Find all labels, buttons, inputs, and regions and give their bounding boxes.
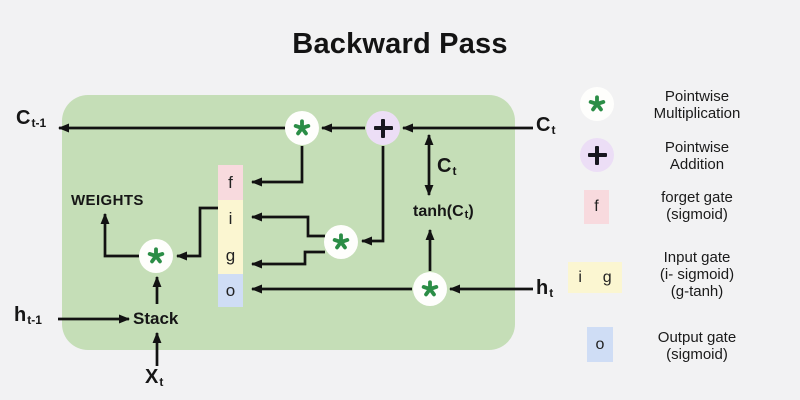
plus-icon [587,145,607,165]
multiply-star-icon [421,280,439,297]
label-c-t-top: Ct [536,114,556,137]
legend-forget-gate-chip: f [584,190,609,224]
label-h-prev: ht-1 [14,304,42,327]
label-c-t-mid: Ct [437,155,457,178]
legend-multiplication-node [580,87,614,121]
legend-multiplication-label: Pointwise Multiplication [653,88,741,122]
input-gate-i-label: i [228,208,233,228]
label-weights: WEIGHTS [71,192,144,209]
multiply-star-icon [293,119,311,136]
forget-gate-cell: f [218,165,243,200]
pointwise-multiplication-node-weights [139,239,173,273]
legend-input-gate-label: Input gate (i- sigmoid) (g-tanh) [659,249,735,300]
legend-addition-node [580,138,614,172]
plus-icon [373,118,393,138]
legend-output-gate-label: Output gate (sigmoid) [657,329,737,363]
page-title: Backward Pass [292,28,508,60]
label-h-t: ht [536,277,554,300]
pointwise-multiplication-node-gates [324,225,358,259]
input-gate-cell: i g [218,200,243,274]
legend-addition-label: Pointwise Addition [664,139,730,173]
pointwise-addition-node [366,111,400,145]
label-c-prev: Ct-1 [16,107,47,130]
forget-gate-label: f [228,172,233,192]
multiply-star-icon [588,95,606,112]
output-gate-label: o [225,280,236,300]
multiply-star-icon [147,247,165,264]
pointwise-multiplication-node-cell [285,111,319,145]
label-x-t: Xt [145,366,164,389]
input-gate-g-label: g [225,245,236,265]
legend-forget-gate-label: forget gate (sigmoid) [661,189,733,223]
pointwise-multiplication-node-output [413,272,447,306]
output-gate-cell: o [218,274,243,307]
legend-input-gate-chip: i g [568,262,622,293]
multiply-star-icon [332,233,350,250]
label-tanh-ct: tanh(Ct) [413,203,474,222]
label-stack: Stack [133,309,179,328]
legend-output-gate-chip: o [587,327,613,362]
